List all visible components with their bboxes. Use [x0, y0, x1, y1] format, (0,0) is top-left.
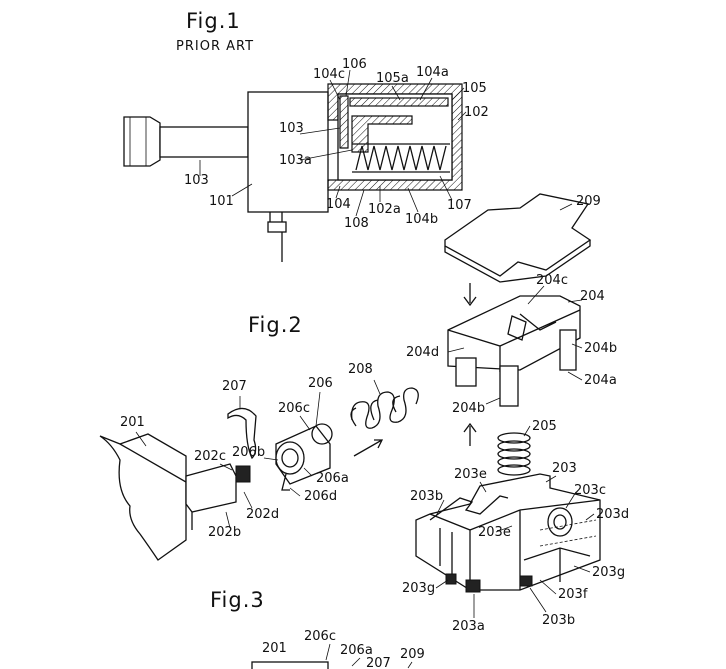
label-105: 105 [462, 81, 487, 96]
label-103-b: 103 [184, 173, 209, 188]
label-108: 108 [344, 216, 369, 231]
figure-2: Fig.2 209 204c 204 204d 204b 204a 204b [99, 193, 629, 634]
fig3-part-edge [251, 661, 329, 669]
label-206c: 206c [278, 401, 310, 416]
figure-1: Fig.1 PRIOR ART [123, 9, 489, 262]
label-fig3-209: 209 [400, 647, 425, 662]
fig1-labels: 104c 106 105a 104a 105 102 103 103a 103 … [184, 57, 489, 231]
label-204b-b: 204b [452, 401, 485, 416]
fig2-top-labels: 209 204c 204 204d 204b 204a 204b [406, 194, 617, 416]
label-102a: 102a [368, 202, 401, 217]
label-205: 205 [532, 419, 557, 434]
fig1-push-rod [123, 116, 249, 167]
label-206d: 206d [304, 489, 337, 504]
label-fig3-207: 207 [366, 656, 391, 669]
label-203e-b: 203e [478, 525, 511, 540]
label-104c: 104c [313, 67, 345, 82]
label-203: 203 [552, 461, 577, 476]
fig1-housing [247, 91, 329, 262]
fig1-subtitle: PRIOR ART [176, 39, 254, 54]
label-203g-a: 203g [592, 565, 625, 580]
part-203-housing [415, 473, 601, 593]
label-204b-a: 204b [584, 341, 617, 356]
label-204c: 204c [536, 273, 568, 288]
label-104: 104 [326, 197, 351, 212]
label-fig3-201: 201 [262, 641, 287, 656]
fig1-switch-case [327, 83, 463, 191]
fig2-bottom-labels: 205 203e 203 203b 203c 203e 203d 203g 20… [402, 419, 629, 634]
label-206: 206 [308, 376, 333, 391]
label-204d: 204d [406, 345, 439, 360]
label-104b: 104b [405, 212, 438, 227]
label-208: 208 [348, 362, 373, 377]
label-202b: 202b [208, 525, 241, 540]
label-106: 106 [342, 57, 367, 72]
label-fig3-206a: 206a [340, 643, 373, 658]
part-208-spring [350, 387, 419, 429]
part-207-clip [227, 407, 257, 460]
label-203e-a: 203e [454, 467, 487, 482]
label-105a: 105a [376, 71, 409, 86]
label-206b: 206b [232, 445, 265, 460]
part-201-body [99, 433, 251, 561]
label-101: 101 [209, 194, 234, 209]
label-204a-a: 204a [584, 373, 617, 388]
label-203f: 203f [558, 587, 588, 602]
label-202c: 202c [194, 449, 226, 464]
arrow-209 [463, 283, 477, 307]
label-201: 201 [120, 415, 145, 430]
label-203d: 203d [596, 507, 629, 522]
label-202d: 202d [246, 507, 279, 522]
arrow-205 [463, 422, 477, 446]
label-203a: 203a [452, 619, 485, 634]
part-206-bushing [275, 423, 333, 491]
label-206a: 206a [316, 471, 349, 486]
label-204: 204 [580, 289, 605, 304]
part-209-cover [444, 193, 592, 283]
label-107: 107 [447, 198, 472, 213]
figure-3: Fig.3 201 206c 206a 207 209 [210, 588, 425, 669]
label-203b-b: 203b [542, 613, 575, 628]
label-203c: 203c [574, 483, 606, 498]
label-103a: 103a [279, 153, 312, 168]
part-204-slider [447, 295, 581, 407]
part-205-spring [497, 432, 531, 476]
label-203b-a: 203b [410, 489, 443, 504]
label-fig3-206c: 206c [304, 629, 336, 644]
label-104a: 104a [416, 65, 449, 80]
fig3-title: Fig.3 [210, 588, 265, 612]
arrow-208 [353, 439, 384, 457]
label-102: 102 [464, 105, 489, 120]
fig2-title: Fig.2 [248, 313, 303, 337]
label-209: 209 [576, 194, 601, 209]
label-207: 207 [222, 379, 247, 394]
label-103-a: 103 [279, 121, 304, 136]
fig2-mid-labels: 208 206 207 206c 201 206b 202c 206a 206d… [120, 362, 381, 540]
label-203g-b: 203g [402, 581, 435, 596]
fig1-title: Fig.1 [186, 9, 241, 33]
